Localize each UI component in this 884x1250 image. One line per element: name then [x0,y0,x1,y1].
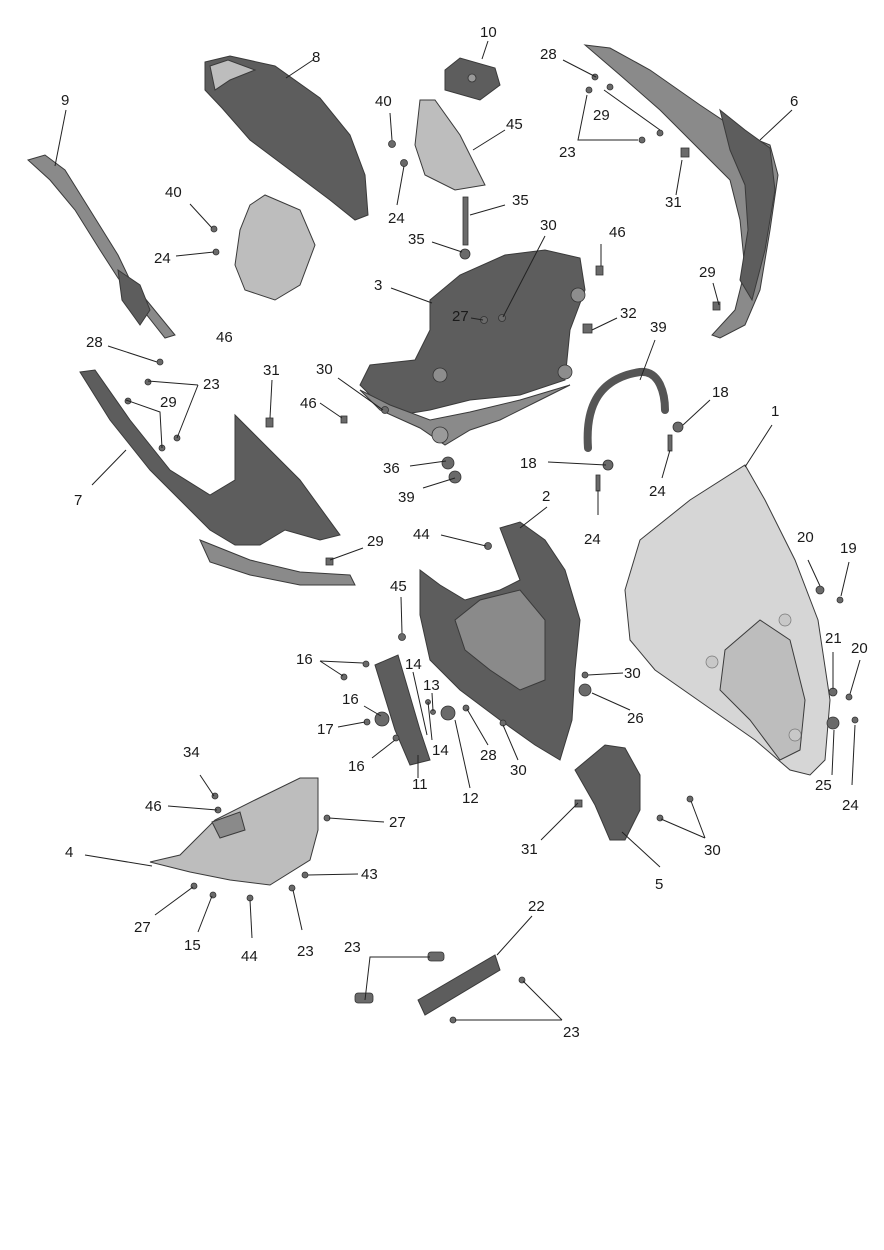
callout-26: 26 [627,710,644,727]
callout-24: 24 [842,797,859,814]
callout-9: 9 [61,92,69,109]
callout-43: 45 [506,116,523,133]
part-small-plate [414,99,486,191]
callout-30: 30 [704,842,721,859]
callout-23: 23 [203,376,220,393]
callout-17: 17 [317,721,334,738]
callout-45: 45 [390,578,407,595]
callout-23: 23 [297,943,314,960]
callout-20: 20 [797,529,814,546]
hardware-fasteners [124,73,859,1024]
callout-14: 14 [405,656,422,673]
part-left-trim-strip [27,154,176,339]
callout-7: 7 [74,492,82,509]
callout-14: 14 [432,742,449,759]
callout-25: 25 [815,777,832,794]
callout-30: 30 [316,361,333,378]
callout-8: 8 [312,49,320,66]
callout-46: 46 [609,224,626,241]
callout-45: 44 [413,526,430,543]
callout-13: 13 [423,677,440,694]
callout-39: 40 [165,184,182,201]
part-bracket-top [444,57,501,101]
callout-31: 31 [665,194,682,211]
callout-22: 23 [344,939,361,956]
callout-46: 46 [300,395,317,412]
callout-16: 16 [348,758,365,775]
part-lower-nose [574,744,641,841]
callout-27: 27 [389,814,406,831]
part-main-subframe [359,249,586,446]
callout-18: 18 [520,455,537,472]
callout-27: 27 [452,308,469,325]
callout-1: 1 [771,403,779,420]
part-side-panel-right [583,44,779,339]
callout-24: 24 [154,250,171,267]
callout-34: 35 [512,192,529,209]
callout-16: 16 [296,651,313,668]
callout-29: 29 [699,264,716,281]
callout-33: 34 [183,744,200,761]
callout-16: 15 [184,937,201,954]
part-side-panel-upper [204,55,369,221]
part-mounting-bracket [374,654,431,766]
callout-29: 29 [593,107,610,124]
callout-24: 24 [649,483,666,500]
callout-27: 27 [134,919,151,936]
callout-20: 21 [825,630,842,647]
callout-11: 11 [412,776,428,793]
callout-5: 5 [655,876,663,893]
callout-29: 29 [367,533,384,550]
part-grab-handle [583,368,669,452]
part-front-nose [419,521,581,761]
part-plate-bracket [417,954,501,1016]
callout-21: 22 [528,898,545,915]
part-small-cover [234,194,316,301]
callout-10: 10 [480,24,497,41]
callout-30: 30 [510,762,527,779]
part-belly-pan [149,777,319,886]
callout-32: 32 [620,305,637,322]
callout-39: 40 [375,93,392,110]
callout-35: 36 [383,460,400,477]
callout-23: 23 [559,144,576,161]
callout-12: 12 [462,790,479,807]
callout-28: 28 [540,46,557,63]
callout-28: 28 [480,747,497,764]
callout-31: 31 [263,362,280,379]
callout-19: 19 [840,540,857,557]
callout-30: 30 [624,665,641,682]
callout-46: 46 [145,798,162,815]
callout-36: 39 [398,489,415,506]
callout-labels: 8 9 10 45 28 6 40 29 23 31 24 40 35 24 3… [61,24,868,1041]
callout-28: 28 [86,334,103,351]
part-side-panel-lower [79,369,356,586]
leader-lines [54,40,861,1021]
callout-4: 4 [65,844,73,861]
callout-18: 18 [712,384,729,401]
callout-29: 29 [160,394,177,411]
callout-6: 6 [790,93,798,110]
part-windscreen [624,464,831,776]
callout-2: 2 [542,488,550,505]
callout-19: 20 [851,640,868,657]
callout-38: 39 [650,319,667,336]
callout-24: 24 [388,210,405,227]
callout-40: 44 [241,948,258,965]
callout-31: 31 [521,841,538,858]
callout-40: 43 [361,866,378,883]
callout-24: 24 [584,531,601,548]
callout-3: 3 [374,277,382,294]
callout-23: 23 [563,1024,580,1041]
part-spacers [354,951,445,1004]
callout-35: 35 [408,231,425,248]
callout-30: 30 [540,217,557,234]
callout-44: 46 [216,329,233,346]
callout-15: 16 [342,691,359,708]
